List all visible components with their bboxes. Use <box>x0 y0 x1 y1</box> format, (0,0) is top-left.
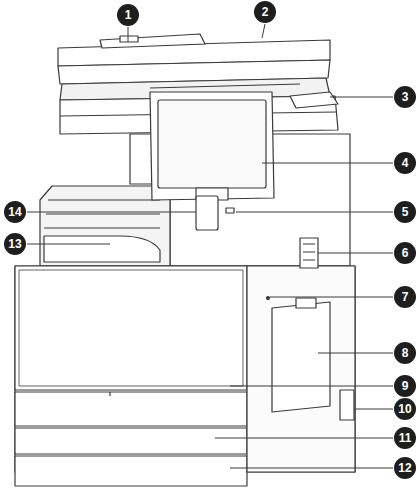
callout-number: 3 <box>394 86 416 108</box>
callout-number: 7 <box>394 286 416 308</box>
callout-number: 5 <box>394 201 416 223</box>
callout-number: 12 <box>394 457 416 479</box>
feeder-slot <box>150 84 300 88</box>
callout-number: 9 <box>394 375 416 397</box>
callout-number: 1 <box>117 4 139 26</box>
right-latch <box>300 238 318 268</box>
tray-4 <box>15 456 247 486</box>
callout-number: 10 <box>394 398 416 420</box>
output-tray <box>44 236 160 262</box>
callout-number: 4 <box>394 152 416 174</box>
panel-screen <box>158 100 266 188</box>
latch-grip <box>303 244 315 260</box>
panel-frame <box>150 92 274 200</box>
callout-number: 6 <box>394 242 416 264</box>
callout-number: 2 <box>254 1 276 23</box>
side-door-handle <box>296 298 316 308</box>
tray-handle <box>109 392 110 396</box>
power-button <box>226 208 234 213</box>
scanner-handle <box>290 92 338 108</box>
front-door <box>15 266 247 390</box>
card-reader-pocket <box>196 196 218 230</box>
output-bin <box>40 186 170 266</box>
callout-number: 14 <box>4 201 26 223</box>
feeder-guide <box>120 36 138 42</box>
usb-port <box>267 297 270 300</box>
tray-2 <box>15 392 247 426</box>
callout-number: 11 <box>394 427 416 449</box>
leader-lines <box>27 24 393 468</box>
front-door-inner <box>19 270 243 386</box>
tray-3 <box>15 428 247 454</box>
power-connector <box>340 390 354 420</box>
output-paper <box>44 200 160 228</box>
side-door <box>272 302 330 412</box>
feeder-input-tray <box>100 34 205 48</box>
callout-number: 8 <box>394 342 416 364</box>
callout-number: 13 <box>4 233 26 255</box>
